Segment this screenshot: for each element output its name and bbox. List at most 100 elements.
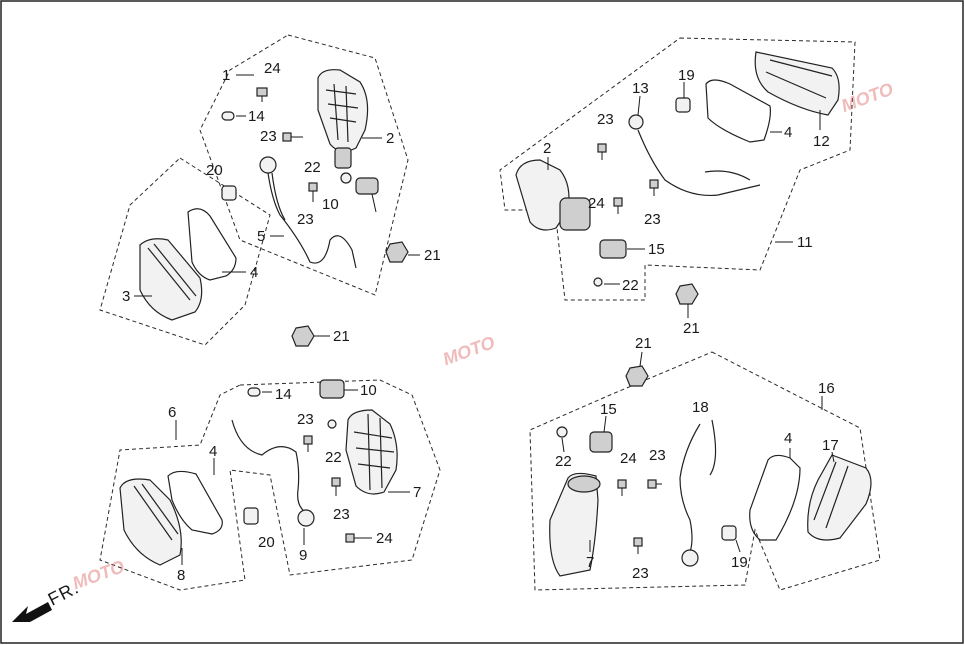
housing-stem [334, 147, 352, 169]
leader-19-4 [735, 539, 741, 553]
dashed-outline-assembly-1 [199, 34, 409, 296]
callout-24-2: 24 [588, 195, 605, 212]
leader-15-4 [603, 415, 607, 433]
leader-22-4 [561, 437, 565, 453]
gasket-4-icon-3 [167, 470, 223, 535]
callout-4-4: 4 [784, 430, 792, 447]
washer-22-icon-4 [556, 426, 568, 438]
lens-8-icon [119, 478, 182, 566]
group-front-right-turn-signal: 19 13 23 4 12 2 24 23 15 11 22 21 [499, 37, 856, 337]
bolt-23a-icon-2 [597, 143, 607, 160]
callout-14: 14 [248, 108, 265, 125]
gasket-4-icon-2 [705, 79, 771, 143]
callout-4-3: 4 [209, 443, 217, 460]
housing-stem-2 [559, 197, 591, 231]
housing-grille [325, 83, 359, 143]
lens-12-ribs [765, 59, 833, 99]
callout-19-4: 19 [731, 554, 748, 571]
bolt-24-icon-4 [617, 479, 627, 496]
screw-23b-icon [308, 182, 318, 202]
callout-23a-2: 23 [597, 111, 614, 128]
grommet-14-icon-3 [247, 387, 261, 397]
callout-21-4: 21 [635, 335, 652, 352]
callout-23b-2: 23 [644, 211, 661, 228]
moto-watermark-logo: MOTO MOTO MOTO [70, 79, 896, 594]
turn-signal-housing-7 [345, 409, 398, 495]
callout-18: 18 [692, 399, 709, 416]
turn-signal-housing-7-4 [549, 472, 599, 577]
housing-7-4-stem [567, 475, 601, 493]
callout-7-3: 7 [413, 484, 421, 501]
turn-signal-housing [317, 69, 369, 152]
bulb-holder-10-icon-3 [319, 379, 345, 399]
callout-23b-3: 23 [333, 506, 350, 523]
callout-2-2: 2 [543, 140, 551, 157]
bolt-24-icon [256, 87, 268, 102]
wiring-harness-2 [637, 129, 761, 197]
callout-15: 15 [648, 241, 665, 258]
bolt-23b-icon-2 [649, 179, 659, 196]
nut-21-icon-4 [625, 365, 649, 387]
callout-15-4: 15 [600, 401, 617, 418]
callout-22-2: 22 [622, 277, 639, 294]
wiring-harness-5b [271, 172, 286, 221]
group-front-left-turn-signal: 1 24 14 23 2 20 22 10 23 5 4 3 21 21 [99, 34, 441, 347]
callout-24-4: 24 [620, 450, 637, 467]
dashed-outline-lens-1 [99, 157, 271, 346]
nut-21a-icon [385, 241, 409, 263]
washer-22-icon-2 [593, 277, 603, 287]
bolt-23a-icon-3 [303, 435, 313, 452]
callout-23b-4: 23 [632, 565, 649, 582]
callout-23b: 23 [297, 211, 314, 228]
bolt-23-icon [282, 132, 303, 142]
bulb-socket-13-icon [628, 114, 644, 130]
callout-1: 1 [222, 67, 230, 84]
nut-21-icon-2 [675, 283, 699, 305]
callout-13: 13 [632, 80, 649, 97]
front-direction-indicator: FR. [12, 577, 82, 622]
spacer-20-icon [221, 185, 237, 201]
bolt-23b-icon-3 [331, 477, 341, 496]
callout-11: 11 [797, 234, 813, 251]
front-arrow-icon [12, 602, 52, 622]
housing-7-grille [353, 413, 395, 491]
bulb-socket-9-icon [297, 509, 315, 527]
gasket-4-icon [187, 208, 237, 281]
leader-13 [637, 95, 641, 116]
lens-12-icon [754, 51, 840, 116]
callout-23a-3: 23 [297, 411, 314, 428]
callout-24: 24 [264, 60, 281, 77]
svg-text:MOTO: MOTO [440, 332, 497, 369]
callout-17: 17 [822, 437, 839, 454]
callout-20: 20 [206, 162, 223, 179]
bulb-socket-icon-4 [681, 549, 699, 567]
wiring-harness-18 [679, 419, 717, 553]
callout-7-4: 7 [586, 554, 594, 571]
lens-17-ribs [813, 461, 849, 529]
washer-22-icon [340, 172, 352, 184]
bulb-holder-15-icon-4 [589, 431, 613, 453]
bulb-holder-10-icon [355, 177, 379, 213]
bulb-19-icon [675, 97, 691, 113]
callout-20-3: 20 [258, 534, 275, 551]
callout-4: 4 [250, 264, 258, 281]
wiring-harness-3 [231, 419, 306, 513]
group-rear-left-turn-signal: 6 14 10 23 4 22 7 23 20 24 9 8 [99, 379, 441, 591]
callout-2: 2 [386, 130, 394, 147]
callout-16: 16 [818, 380, 835, 397]
turn-signal-housing-2 [515, 159, 570, 231]
callout-12: 12 [813, 133, 830, 150]
bolt-23a-icon-4 [647, 479, 662, 489]
lens-8-ribs [133, 483, 179, 541]
grommet-14-icon [221, 111, 235, 121]
nut-21b-icon [291, 325, 315, 347]
callout-14-3: 14 [275, 386, 292, 403]
leader-21-4 [639, 351, 643, 367]
callout-9: 9 [299, 547, 307, 564]
bulb-holder-15-icon [599, 239, 627, 259]
callout-23a-4: 23 [649, 447, 666, 464]
bolt-24-icon-2 [613, 197, 623, 214]
